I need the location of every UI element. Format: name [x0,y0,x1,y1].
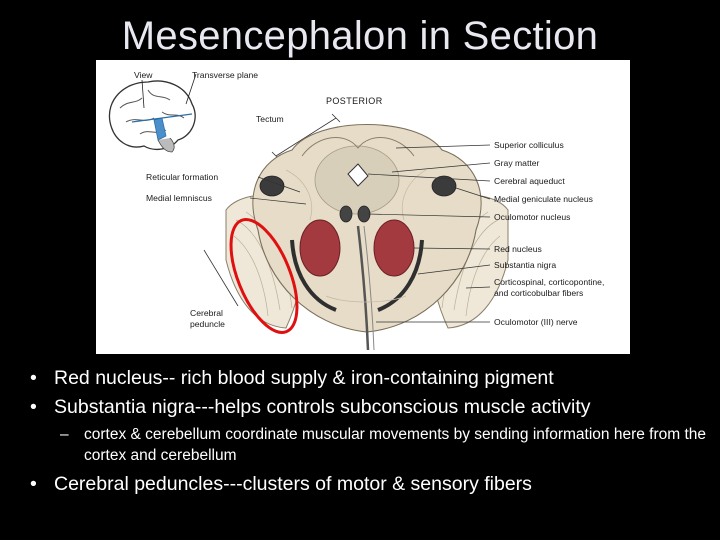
label-red-nucleus: Red nucleus [494,244,542,254]
label-oculomotor-nerve: Oculomotor (III) nerve [494,317,578,327]
brain-inset-icon [108,73,197,153]
label-cerebral-peduncle-1: Cerebral [190,308,223,318]
bullet-substantia-nigra: Substantia nigra---helps controls subcon… [28,395,708,420]
label-corticospinal-2: and corticobulbar fibers [494,288,583,298]
bullet-cerebral-peduncles: Cerebral peduncles---clusters of motor &… [28,472,708,497]
label-superior-colliculus: Superior colliculus [494,140,564,150]
bullet-red-nucleus: Red nucleus-- rich blood supply & iron-c… [28,366,708,391]
label-posterior: POSTERIOR [326,96,383,106]
label-gray-matter: Gray matter [494,158,540,168]
label-transverse-plane: Transverse plane [192,70,258,80]
label-cerebral-peduncle-2: peduncle [190,319,225,329]
label-tectum: Tectum [256,114,284,124]
label-cerebral-aqueduct: Cerebral aqueduct [494,176,565,186]
label-reticular-formation: Reticular formation [146,172,218,182]
slide-title: Mesencephalon in Section [121,14,599,58]
label-medial-lemniscus: Medial lemniscus [146,193,212,203]
bullet-list: Red nucleus-- rich blood supply & iron-c… [28,366,708,501]
midbrain-section-illustration [225,123,509,351]
label-substantia-nigra: Substantia nigra [494,260,556,270]
label-view: View [134,70,153,80]
cerebral-peduncle-highlight-ellipse [229,218,299,334]
sub-bullet-cortex-cerebellum: cortex & cerebellum coordinate muscular … [28,424,708,466]
midbrain-cross-section-figure: View Transverse plane POSTERIOR Tectum [96,60,630,354]
label-medial-geniculate-nucleus: Medial geniculate nucleus [494,194,593,204]
label-corticospinal-1: Corticospinal, corticopontine, [494,277,604,287]
label-oculomotor-nucleus: Oculomotor nucleus [494,212,570,222]
